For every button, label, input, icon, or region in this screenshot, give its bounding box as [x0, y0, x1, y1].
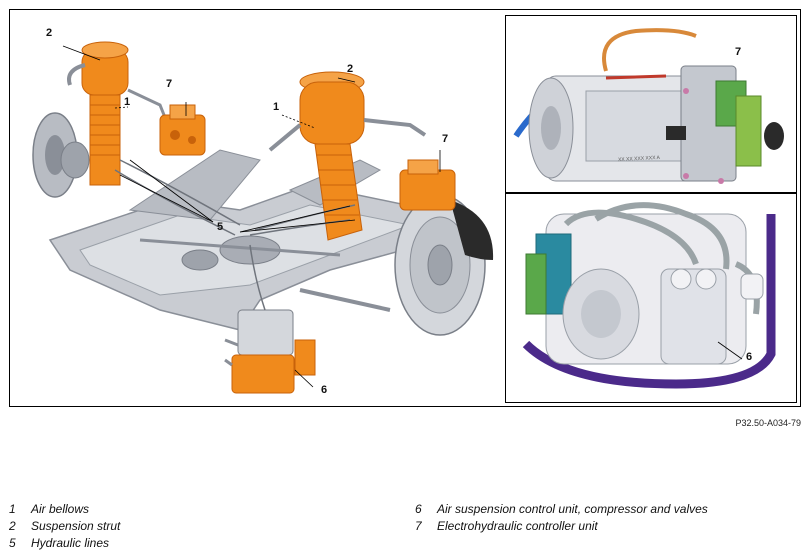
ehc-detail-drawing: [513, 28, 784, 184]
callout-air-bellows-right: 1: [273, 101, 280, 113]
callout-ehc-left: 7: [166, 78, 173, 90]
legend-item-1: 1 Air bellows: [9, 501, 120, 518]
legend-text: Electrohydraulic controller unit: [437, 519, 598, 533]
legend-column-1: 1 Air bellows 2 Suspension strut 5 Hydrauli…: [9, 501, 120, 552]
legend-item-2: 2 Suspension strut: [9, 518, 120, 535]
leader-lines: [62, 45, 441, 388]
callout-strut-left: 2: [46, 27, 53, 39]
right-ehc-unit: [399, 159, 456, 211]
legend-column-2: 6 Air suspension control unit, compressor…: [415, 501, 708, 535]
legend-number: 2: [9, 519, 16, 533]
inset-ehc-detail: 7 XX XX XXX XXX A: [505, 15, 797, 193]
legend-item-5: 5 Hydraulic lines: [9, 535, 120, 552]
legend-item-6: 6 Air suspension control unit, compressor…: [415, 501, 708, 518]
callout-air-bellows-left: 1: [124, 96, 131, 108]
left-ehc-unit: [159, 104, 206, 156]
legend-number: 6: [415, 502, 422, 516]
air-suspension-control-unit: [224, 309, 316, 394]
legend-number: 5: [9, 536, 16, 550]
legend-number: 1: [9, 502, 16, 516]
callout-control-unit: 6: [321, 384, 328, 396]
legend-text: Air suspension control unit, compressor …: [437, 502, 708, 516]
illustration-frame: 2 1 7 2 1 7 5 6 7 XX XX XXX XXX A: [9, 9, 801, 407]
left-brake-disc: [32, 112, 90, 198]
legend-number: 7: [415, 519, 422, 533]
figure-code: P32.50-A034-79: [735, 418, 801, 428]
callout-hydraulic-lines: 5: [217, 221, 224, 233]
inset-control-unit-detail: 6: [505, 193, 797, 403]
callout-ehc-right: 7: [442, 133, 449, 145]
inset-bottom-callout: 6: [746, 351, 753, 363]
callout-strut-right: 2: [347, 63, 354, 75]
control-unit-detail-drawing: [522, 202, 776, 389]
right-brake-disc: [394, 194, 494, 336]
legend-text: Hydraulic lines: [31, 536, 110, 550]
legend-text: Suspension strut: [31, 519, 121, 533]
left-suspension-strut: [67, 41, 172, 186]
front-axle-illustration: [32, 41, 494, 394]
legend-item-7: 7 Electrohydraulic controller unit: [415, 518, 708, 535]
inset-top-callout: 7: [735, 46, 742, 58]
legend-text: Air bellows: [31, 502, 90, 516]
right-suspension-strut: [268, 71, 427, 241]
